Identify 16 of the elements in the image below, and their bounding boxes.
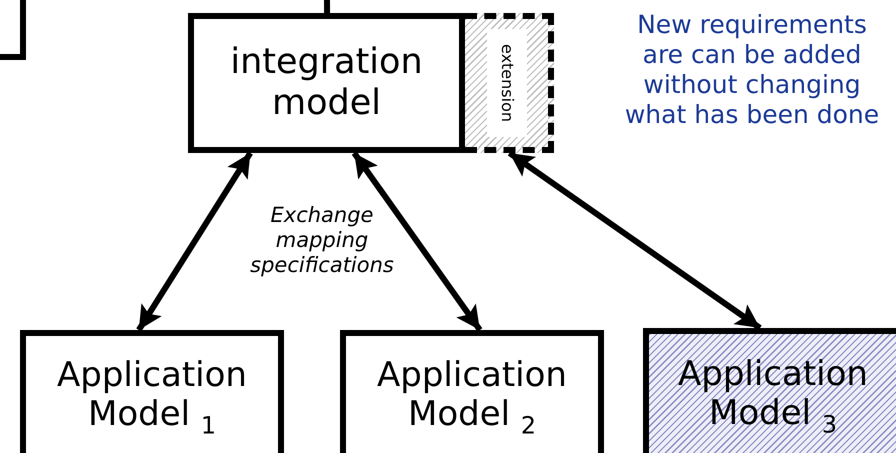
model-box [340, 330, 604, 453]
connector-line [324, 0, 330, 14]
model-box [20, 330, 284, 453]
extension-label: extension [497, 44, 516, 122]
node-label: Application Model $_{1}$ [56, 356, 248, 440]
node-label: Application Model $_{3}$ [677, 354, 869, 440]
model-box [188, 13, 465, 153]
double-arrow [508, 150, 762, 330]
model-box [643, 328, 896, 453]
node-label: Application Model $_{2}$ [376, 356, 568, 440]
double-arrow [136, 151, 253, 332]
extension-box [465, 13, 554, 153]
annotation-note: New requirements are can be added without changing what has been done [624, 10, 880, 130]
node-label: integration model [229, 42, 424, 124]
double-arrow [352, 151, 482, 332]
edge-caption: Exchange mapping specifications [249, 203, 395, 279]
